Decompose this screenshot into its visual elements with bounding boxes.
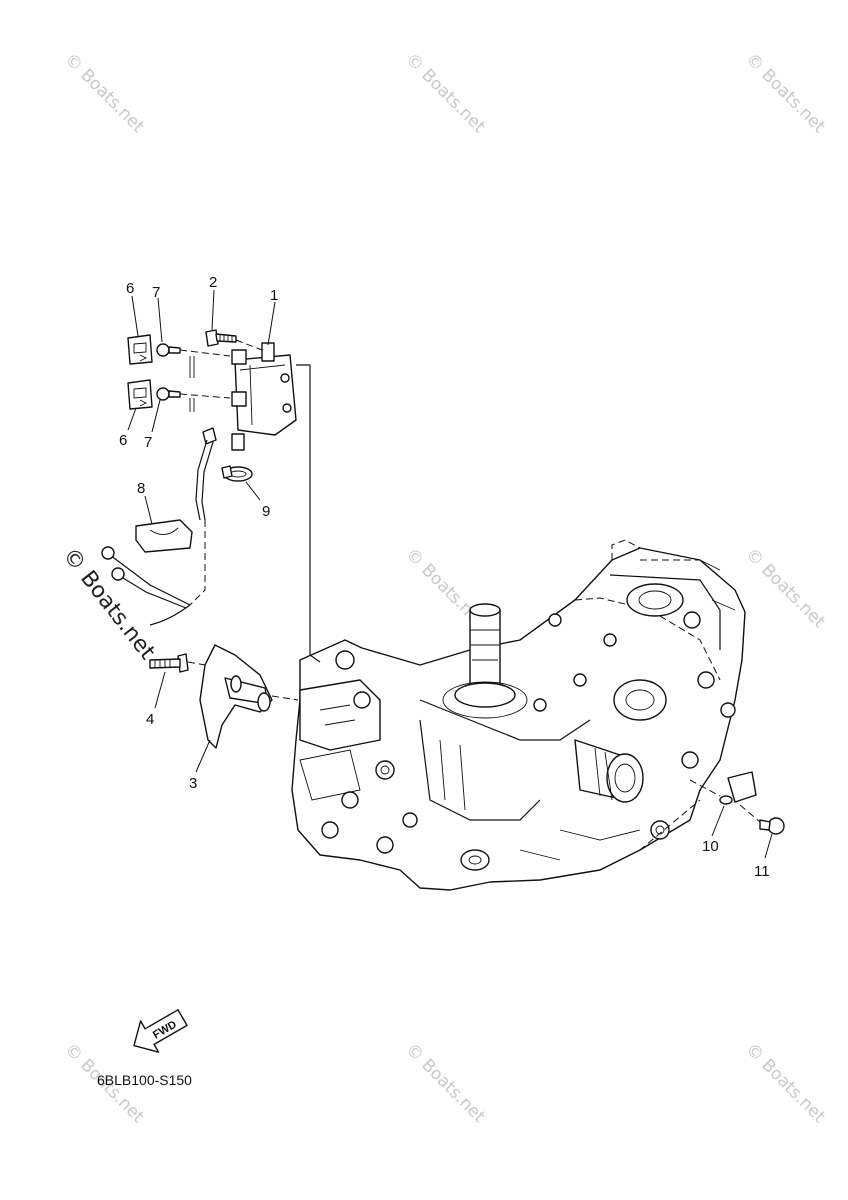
part-1-control-unit bbox=[231, 342, 321, 663]
fwd-arrow-icon: FWD bbox=[133, 1009, 188, 1053]
callout-7-upper: 7 bbox=[152, 284, 160, 301]
callout-8: 8 bbox=[137, 480, 145, 497]
connector-pins bbox=[189, 356, 217, 445]
callout-6-upper: 6 bbox=[126, 280, 134, 297]
watermark: © Boats.net bbox=[401, 49, 489, 137]
diagram-reference-code: 6BLB100-S150 bbox=[97, 1072, 192, 1088]
callout-7-lower: 7 bbox=[144, 434, 152, 451]
part-6-clamp-upper bbox=[127, 334, 153, 365]
callout-2: 2 bbox=[209, 274, 217, 291]
part-10-clip bbox=[689, 771, 757, 805]
part-8-cable-holder bbox=[135, 519, 193, 553]
part-6-clamp-lower bbox=[127, 379, 153, 410]
callout-10: 10 bbox=[702, 838, 719, 855]
watermark: © Boats.net bbox=[741, 1039, 829, 1127]
callout-6-lower: 6 bbox=[119, 432, 127, 449]
callout-11: 11 bbox=[754, 863, 770, 880]
watermark-prominent: © Boats.net bbox=[57, 543, 160, 664]
part-4-bolt bbox=[149, 653, 206, 673]
watermark: © Boats.net bbox=[741, 544, 829, 632]
wiring-harness bbox=[101, 439, 214, 626]
part-11-bolt bbox=[739, 804, 785, 835]
callout-9: 9 bbox=[262, 503, 270, 520]
part-7-screw-lower bbox=[156, 387, 231, 401]
part-7-screw-upper bbox=[156, 343, 231, 357]
leader-lines bbox=[127, 289, 773, 859]
watermark: © Boats.net bbox=[60, 49, 148, 137]
callout-3: 3 bbox=[189, 775, 197, 792]
watermark: © Boats.net bbox=[401, 1039, 489, 1127]
watermark: © Boats.net bbox=[741, 49, 829, 137]
callout-4: 4 bbox=[146, 711, 154, 728]
part-3-bracket bbox=[199, 644, 299, 749]
callout-numbers: 1 2 3 4 6 6 7 7 8 9 10 11 bbox=[119, 274, 770, 880]
part-9-clamp bbox=[221, 465, 253, 482]
part-2-bolt bbox=[205, 329, 263, 351]
callout-1: 1 bbox=[270, 287, 278, 304]
engine-block bbox=[291, 539, 746, 891]
